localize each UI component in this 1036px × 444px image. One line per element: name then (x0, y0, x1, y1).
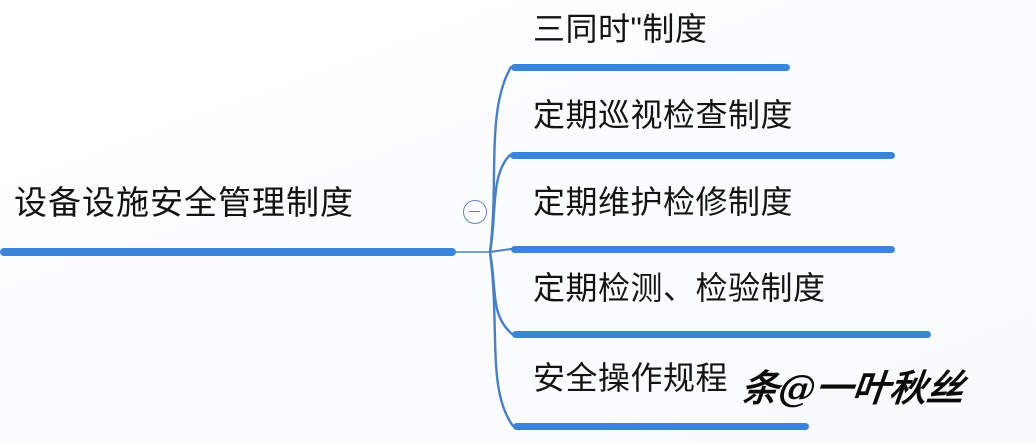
root-node-label: 设备设施安全管理制度 (14, 184, 354, 221)
branch-node-label: 定期检测、检验制度 (533, 270, 826, 306)
watermark-text: 条@一叶秋丝 (739, 366, 966, 410)
branch-node-underline (510, 152, 895, 159)
branch-node-label: 三同时"制度 (533, 11, 708, 47)
branch-node-label: 定期巡视检查制度 (533, 97, 794, 133)
minus-circle-icon[interactable] (463, 200, 487, 224)
branch-node-underline (512, 331, 931, 338)
branch-node-label: 安全操作规程 (533, 360, 729, 396)
branch-node-underline (511, 64, 790, 71)
branch-node-label: 定期维护检修制度 (533, 184, 794, 220)
branch-node-underline (513, 423, 809, 430)
root-node-underline (0, 248, 456, 256)
branch-node-underline (511, 246, 895, 253)
